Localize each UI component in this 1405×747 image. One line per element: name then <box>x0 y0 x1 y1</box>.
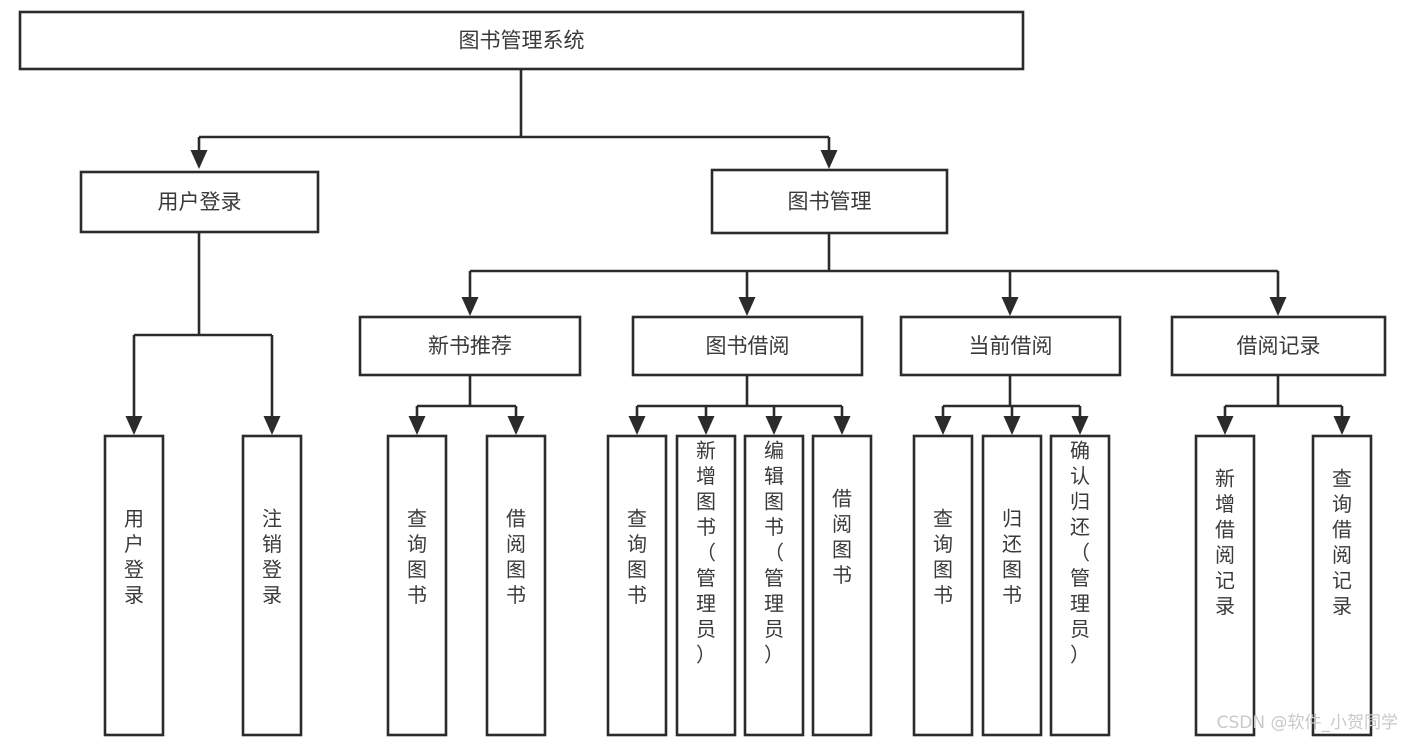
node-box[interactable] <box>79 170 320 234</box>
arrow-head-icon <box>697 416 715 435</box>
node-label: 图书管理 <box>788 190 872 214</box>
connector-bus-root <box>190 69 838 169</box>
node-label: 查询图书 <box>933 507 953 608</box>
node-label: 图书借阅 <box>706 334 790 358</box>
arrow-head-icon <box>1333 416 1351 435</box>
connectors-layer <box>125 69 1351 435</box>
node-label: 注销登录 <box>262 507 282 608</box>
node-box[interactable] <box>743 434 805 737</box>
node-box[interactable] <box>899 315 1122 377</box>
arrow-head-icon <box>190 150 208 169</box>
arrow-head-icon <box>820 150 838 169</box>
node-box[interactable] <box>18 10 1025 71</box>
node-box[interactable] <box>241 434 303 737</box>
arrow-head-icon <box>408 416 426 435</box>
node-box[interactable] <box>1170 315 1387 377</box>
node-label: 新书推荐 <box>428 334 512 358</box>
node-label: 查询借阅记录 <box>1332 467 1352 619</box>
node-root[interactable]: 图书管理系统 <box>18 10 1025 71</box>
node-box[interactable] <box>1194 434 1256 737</box>
arrow-head-icon <box>461 297 479 316</box>
node-label: 借阅图书 <box>506 507 526 608</box>
arrow-head-icon <box>833 416 851 435</box>
node-box[interactable] <box>710 168 949 235</box>
node-leaf-borrow-book[interactable]: 借阅图书 <box>811 434 873 737</box>
node-label: 编辑图书（管理员） <box>764 439 784 667</box>
watermark-label: CSDN @软件_小贺同学 <box>1217 713 1398 733</box>
node-leaf-query-borrow-record[interactable]: 查询借阅记录 <box>1311 434 1373 737</box>
node-leaf-query-book-borrow[interactable]: 查询图书 <box>606 434 668 737</box>
node-book-borrow[interactable]: 图书借阅 <box>631 315 864 377</box>
arrow-head-icon <box>628 416 646 435</box>
node-leaf-query-book-current[interactable]: 查询图书 <box>912 434 974 737</box>
node-box[interactable] <box>1049 434 1111 737</box>
node-label: 新增图书（管理员） <box>696 439 716 667</box>
arrow-head-icon <box>125 416 143 435</box>
node-box[interactable] <box>103 434 165 737</box>
node-leaf-user-logout[interactable]: 注销登录 <box>241 434 303 737</box>
node-box[interactable] <box>606 434 668 737</box>
node-label: 用户登录 <box>124 507 144 608</box>
arrow-head-icon <box>263 416 281 435</box>
node-label: 归还图书 <box>1002 507 1022 608</box>
connector-bus-book-management <box>461 233 1287 316</box>
node-leaf-user-login[interactable]: 用户登录 <box>103 434 165 737</box>
node-box[interactable] <box>1311 434 1373 737</box>
node-box[interactable] <box>386 434 448 737</box>
node-leaf-confirm-return[interactable]: 确认归还（管理员） <box>1049 434 1111 737</box>
node-leaf-add-book[interactable]: 新增图书（管理员） <box>675 434 737 737</box>
nodes-layer: 图书管理系统用户登录图书管理新书推荐图书借阅当前借阅借阅记录用户登录注销登录查询… <box>18 10 1387 737</box>
node-label: 借阅图书 <box>832 487 852 588</box>
node-label: 用户登录 <box>158 190 242 214</box>
node-box[interactable] <box>912 434 974 737</box>
node-current-borrow[interactable]: 当前借阅 <box>899 315 1122 377</box>
node-box[interactable] <box>631 315 864 377</box>
arrow-head-icon <box>1003 416 1021 435</box>
node-user-login[interactable]: 用户登录 <box>79 170 320 234</box>
node-box[interactable] <box>675 434 737 737</box>
node-label: 确认归还（管理员） <box>1070 439 1090 667</box>
node-leaf-edit-book[interactable]: 编辑图书（管理员） <box>743 434 805 737</box>
arrow-head-icon <box>1001 297 1019 316</box>
node-label: 新增借阅记录 <box>1215 467 1235 619</box>
node-box[interactable] <box>485 434 547 737</box>
connector-bus-new-book-recommend <box>408 375 525 435</box>
connector-bus-borrow-record <box>1216 375 1351 435</box>
node-label: 图书管理系统 <box>459 29 585 53</box>
node-box[interactable] <box>358 315 582 377</box>
arrow-head-icon <box>934 416 952 435</box>
connector-bus-current-borrow <box>934 375 1089 435</box>
connector-bus-book-borrow <box>628 375 851 435</box>
arrow-head-icon <box>1269 297 1287 316</box>
node-leaf-borrow-book-recommend[interactable]: 借阅图书 <box>485 434 547 737</box>
node-leaf-query-book-recommend[interactable]: 查询图书 <box>386 434 448 737</box>
node-label: 查询图书 <box>407 507 427 608</box>
node-borrow-record[interactable]: 借阅记录 <box>1170 315 1387 377</box>
arrow-head-icon <box>1071 416 1089 435</box>
connector-bus-user-login <box>125 232 281 435</box>
arrow-head-icon <box>738 297 756 316</box>
node-label: 查询图书 <box>627 507 647 608</box>
node-new-book-recommend[interactable]: 新书推荐 <box>358 315 582 377</box>
node-leaf-return-book[interactable]: 归还图书 <box>981 434 1043 737</box>
node-box[interactable] <box>981 434 1043 737</box>
node-label: 借阅记录 <box>1237 334 1321 358</box>
arrow-head-icon <box>507 416 525 435</box>
node-leaf-add-borrow-record[interactable]: 新增借阅记录 <box>1194 434 1256 737</box>
node-box[interactable] <box>811 434 873 737</box>
arrow-head-icon <box>1216 416 1234 435</box>
arrow-head-icon <box>765 416 783 435</box>
node-book-management[interactable]: 图书管理 <box>710 168 949 235</box>
node-label: 当前借阅 <box>969 334 1053 358</box>
